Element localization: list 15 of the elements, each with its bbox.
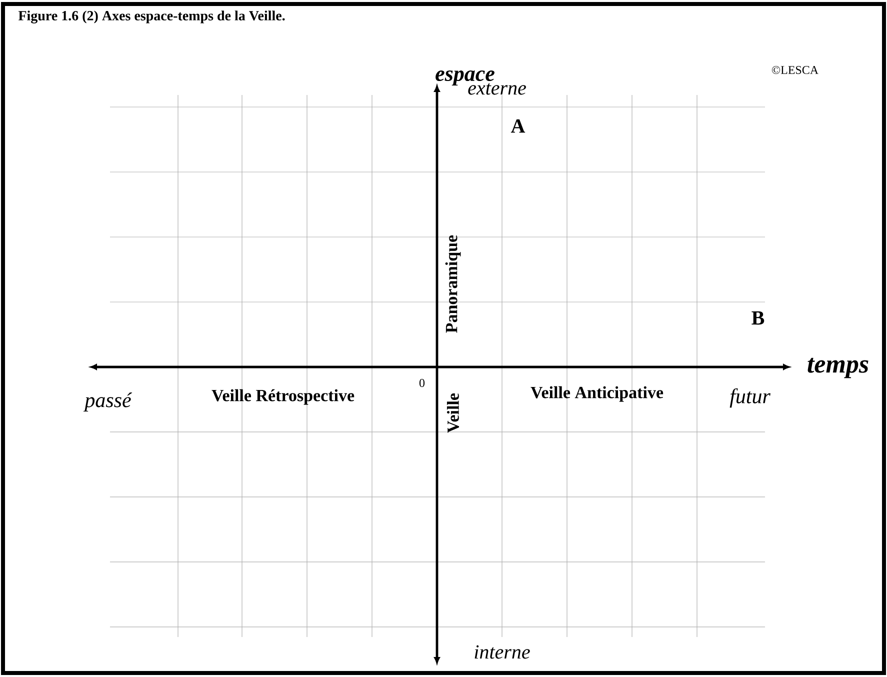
axis-title: temps	[808, 358, 868, 378]
figure-title: Figure 1.6 (2) Axes espace-temps de la Veille.	[18, 10, 285, 24]
origin-label: 0	[419, 378, 425, 388]
point-label: B	[752, 311, 764, 325]
axis-end-label: passé	[83, 392, 132, 412]
quadrant-label: Veille	[446, 393, 460, 433]
axis-end-label: futur	[730, 388, 770, 408]
axis-end-label: interne	[474, 645, 530, 659]
quadrant-label: Veille Rétrospective	[212, 389, 354, 405]
axis-end-label: externe	[468, 83, 526, 95]
quadrant-label: Veille Anticipative	[530, 386, 664, 402]
point-label: A	[510, 119, 526, 133]
axis-title: espace	[436, 70, 494, 86]
copyright-notice: ©LESCA	[772, 66, 818, 74]
quadrant-label: Panoramique	[445, 235, 461, 333]
